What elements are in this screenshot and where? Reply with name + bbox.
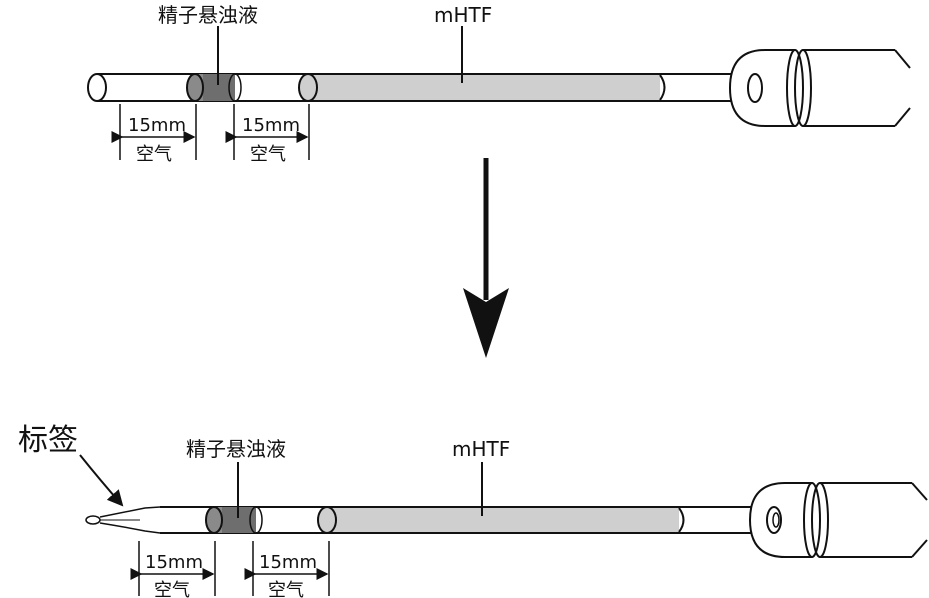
bottom-gap2-dimension: 15mm 空气 <box>244 541 330 598</box>
bottom-gap1-length: 15mm <box>145 552 203 573</box>
top-mhtf-label: mHTF <box>434 3 492 27</box>
top-gap2-length: 15mm <box>242 115 300 136</box>
bottom-mhtf-label: mHTF <box>452 437 510 461</box>
top-gap1-air-label: 空气 <box>136 144 172 165</box>
bottom-gap2-length: 15mm <box>259 552 317 573</box>
bottom-gap2-air-label: 空气 <box>268 580 304 598</box>
top-gap2-dimension: 15mm 空气 <box>225 104 310 165</box>
bottom-sperm-label: 精子悬浊液 <box>186 437 286 461</box>
top-connector-plug <box>728 49 911 127</box>
bottom-mhtf-segment <box>317 506 685 534</box>
tag-pointer-arrow <box>79 454 124 507</box>
top-mhtf-segment <box>298 73 666 102</box>
bottom-gap1-air-label: 空气 <box>154 580 190 598</box>
bottom-connector-plug <box>748 482 928 558</box>
top-sperm-label: 精子悬浊液 <box>158 3 258 27</box>
top-gap1-length: 15mm <box>128 115 186 136</box>
process-arrow <box>463 158 509 358</box>
tag-label: 标签 <box>18 423 78 458</box>
bottom-straw-assembly: 标签 <box>18 423 928 598</box>
bottom-gap1-dimension: 15mm 空气 <box>130 541 216 598</box>
sealed-straw-tip <box>85 506 161 534</box>
top-gap1-dimension: 15mm 空气 <box>111 104 197 165</box>
top-straw-assembly: 精子悬浊液 mHTF 15mm 空气 15mm 空气 <box>87 3 911 165</box>
top-sperm-suspension-segment <box>186 73 242 102</box>
bottom-sperm-suspension-segment <box>205 506 263 534</box>
top-gap2-air-label: 空气 <box>250 144 286 165</box>
